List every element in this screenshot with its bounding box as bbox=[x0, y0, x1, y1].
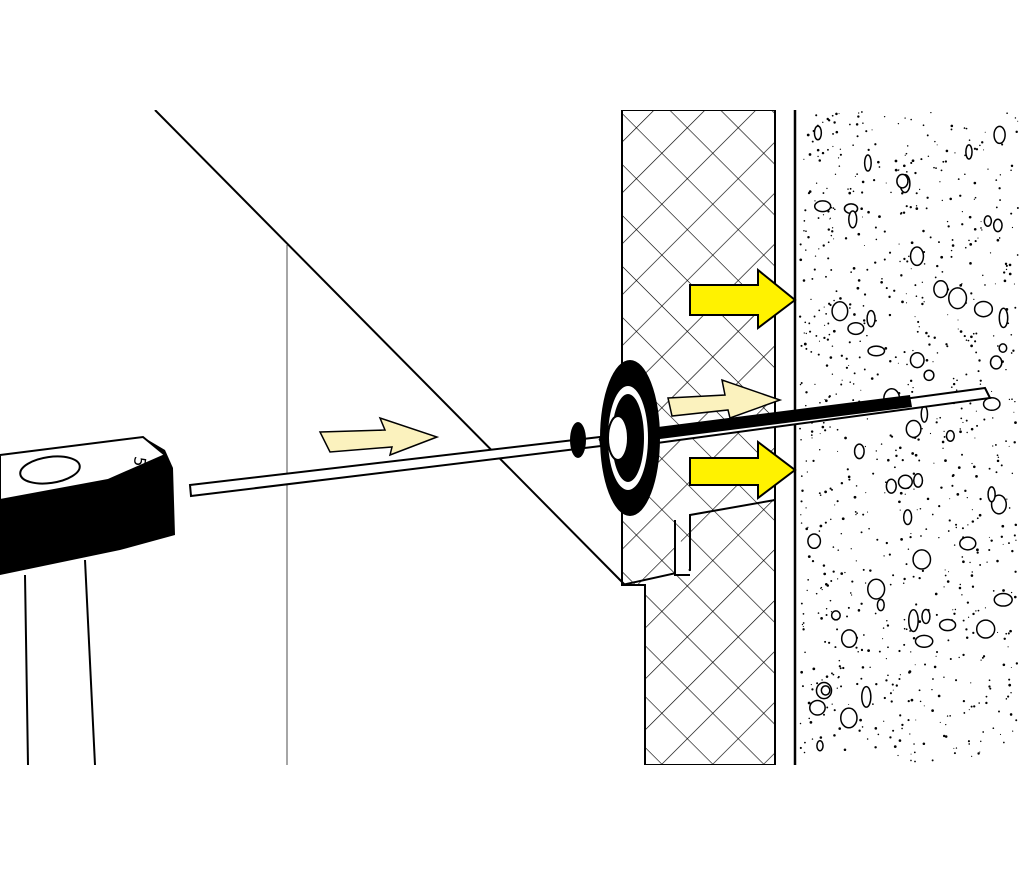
hammer: 500g bbox=[0, 435, 175, 766]
wall-edge-line bbox=[154, 110, 626, 586]
nail bbox=[188, 386, 992, 498]
air-gap bbox=[775, 110, 795, 765]
concrete-wall bbox=[795, 110, 1020, 765]
yellow-arrow-icon bbox=[689, 267, 797, 331]
insulation-anchor bbox=[570, 360, 660, 516]
pale-arrow-icon bbox=[318, 416, 440, 457]
pale-arrow-icon bbox=[667, 378, 783, 419]
panel-notch bbox=[621, 499, 776, 586]
yellow-arrow-icon bbox=[689, 439, 797, 501]
hammer-slot-icon bbox=[19, 455, 81, 485]
